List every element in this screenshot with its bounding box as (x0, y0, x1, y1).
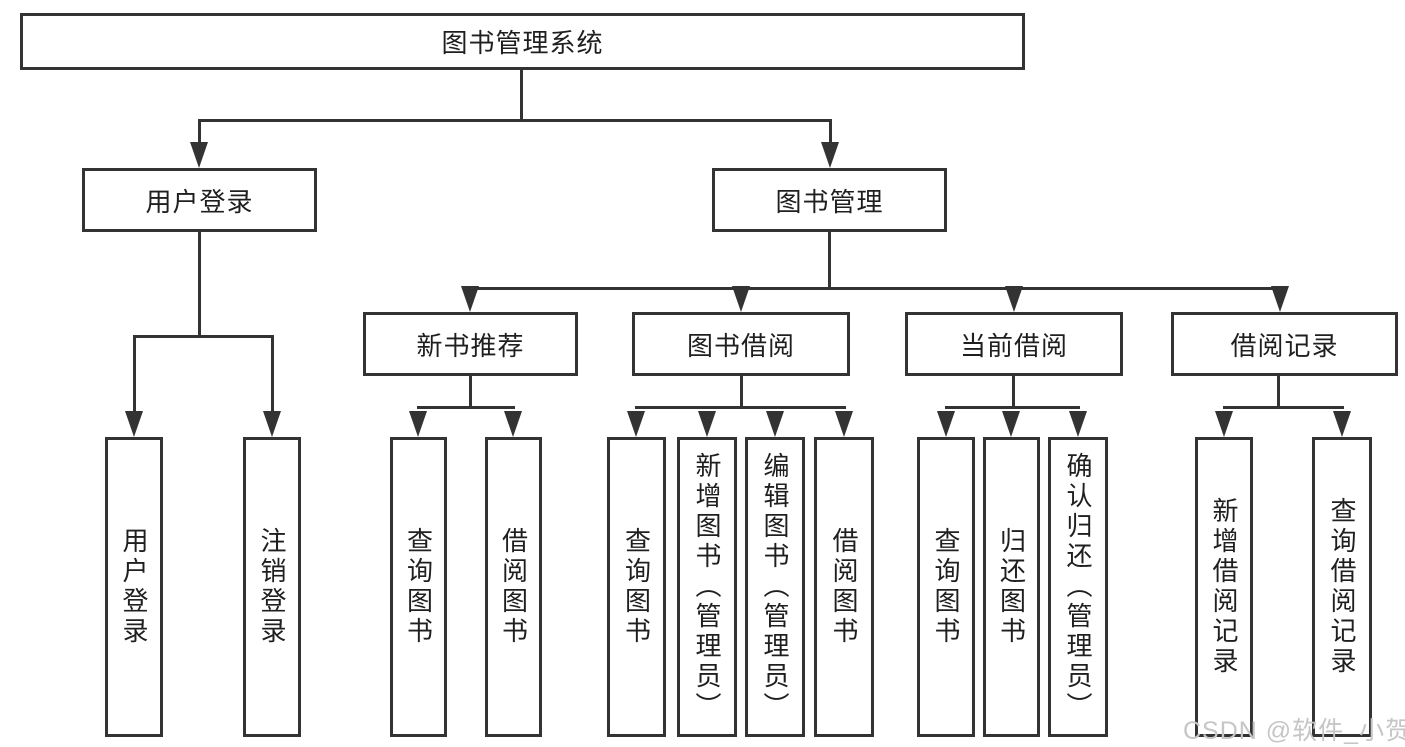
node-user-login-label: 用户登录 (145, 186, 254, 217)
arrowhead-down-icon (1215, 411, 1233, 437)
node-leaf-user-login-label: 用户登录 (119, 527, 149, 647)
arrowhead-down-icon (1005, 286, 1023, 312)
arrowhead-down-icon (263, 411, 281, 437)
connector-line (945, 406, 1080, 409)
node-leaf-bb-edit-books: 编辑图书（管理员） (745, 437, 805, 737)
node-root-label: 图书管理系统 (441, 28, 604, 58)
arrowhead-down-icon (504, 411, 522, 437)
arrowhead-down-icon (835, 411, 853, 437)
node-leaf-br-add-record-label: 新增借阅记录 (1209, 497, 1239, 677)
arrowhead-down-icon (627, 411, 645, 437)
node-leaf-cb-confirm-return-label: 确认归还（管理员） (1063, 452, 1093, 722)
node-leaf-bb-edit-books-label: 编辑图书（管理员） (760, 452, 790, 722)
connector-line (740, 374, 743, 409)
connector-line (198, 230, 201, 338)
arrowhead-down-icon (732, 286, 750, 312)
node-leaf-br-query-record-label: 查询借阅记录 (1327, 497, 1357, 677)
node-leaf-nb-borrow-books-label: 借阅图书 (498, 527, 529, 647)
arrowhead-down-icon (409, 411, 427, 437)
node-root: 图书管理系统 (20, 13, 1025, 70)
node-user-login: 用户登录 (82, 168, 317, 232)
arrowhead-down-icon (125, 411, 143, 437)
node-leaf-br-query-record: 查询借阅记录 (1312, 437, 1372, 737)
arrowhead-down-icon (461, 286, 479, 312)
node-leaf-nb-query-books-label: 查询图书 (403, 527, 434, 647)
node-leaf-br-add-record: 新增借阅记录 (1195, 437, 1253, 737)
node-book-borrow-label: 图书借阅 (686, 330, 795, 361)
node-leaf-nb-borrow-books: 借阅图书 (485, 437, 542, 737)
node-leaf-nb-query-books: 查询图书 (390, 437, 447, 737)
watermark: CSDN @软件_小贺同学 (1183, 717, 1405, 745)
node-leaf-bb-borrow-books-label: 借阅图书 (829, 527, 859, 647)
node-leaf-cb-return-books: 归还图书 (983, 437, 1040, 737)
arrowhead-down-icon (766, 411, 784, 437)
connector-line (469, 287, 1282, 290)
node-current-borrow-label: 当前借阅 (959, 330, 1068, 361)
connector-line (1012, 374, 1015, 409)
arrowhead-down-icon (821, 142, 839, 168)
arrowhead-down-icon (1069, 411, 1087, 437)
node-borrow-records: 借阅记录 (1171, 312, 1398, 376)
connector-line (417, 406, 515, 409)
node-current-borrow: 当前借阅 (905, 312, 1123, 376)
arrowhead-down-icon (190, 142, 208, 168)
node-book-management: 图书管理 (712, 168, 947, 232)
connector-line (635, 406, 846, 409)
connector-line (828, 230, 831, 290)
node-leaf-bb-query-books: 查询图书 (607, 437, 666, 737)
connector-line (469, 374, 472, 409)
arrowhead-down-icon (1271, 286, 1289, 312)
node-leaf-bb-borrow-books: 借阅图书 (814, 437, 874, 737)
node-leaf-cb-query-books: 查询图书 (917, 437, 975, 737)
node-new-book-recommend: 新书推荐 (363, 312, 578, 376)
node-leaf-user-login: 用户登录 (105, 437, 163, 737)
connector-line (133, 335, 274, 338)
node-new-book-recommend-label: 新书推荐 (416, 330, 525, 361)
node-leaf-logout: 注销登录 (243, 437, 301, 737)
arrowhead-down-icon (1002, 411, 1020, 437)
connector-line (198, 119, 201, 145)
connector-line (520, 68, 523, 122)
connector-line (1277, 374, 1280, 409)
node-leaf-logout-label: 注销登录 (257, 527, 287, 647)
node-leaf-cb-return-books-label: 归还图书 (996, 527, 1027, 647)
arrowhead-down-icon (937, 411, 955, 437)
connector-line (198, 119, 832, 122)
node-leaf-bb-query-books-label: 查询图书 (621, 527, 652, 647)
arrowhead-down-icon (1333, 411, 1351, 437)
node-leaf-bb-add-books: 新增图书（管理员） (677, 437, 737, 737)
connector-line (133, 335, 136, 413)
node-leaf-cb-confirm-return: 确认归还（管理员） (1048, 437, 1108, 737)
node-book-borrow: 图书借阅 (632, 312, 850, 376)
node-book-management-label: 图书管理 (775, 186, 884, 217)
connector-line (829, 119, 832, 145)
arrowhead-down-icon (698, 411, 716, 437)
connector-line (271, 335, 274, 413)
node-leaf-cb-query-books-label: 查询图书 (931, 527, 961, 647)
connector-line (1223, 406, 1344, 409)
node-leaf-bb-add-books-label: 新增图书（管理员） (692, 452, 722, 722)
node-borrow-records-label: 借阅记录 (1230, 330, 1339, 361)
